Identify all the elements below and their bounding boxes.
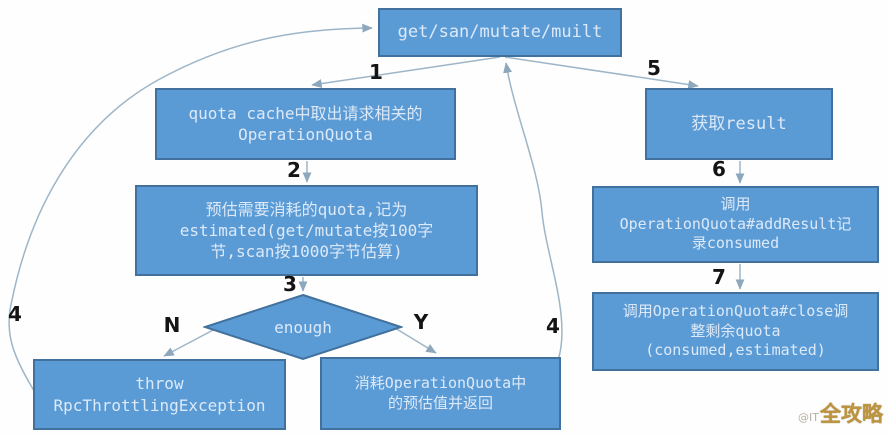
- node-get-result: 获取result: [645, 88, 833, 160]
- edge-label-no: N: [163, 313, 181, 337]
- edge-label-6: 6: [712, 157, 726, 181]
- edge-label-4-left: 4: [8, 302, 22, 326]
- node-close-quota: 调用OperationQuota#close调 整剩余quota (consum…: [592, 292, 879, 371]
- node-decision: enough: [203, 293, 403, 361]
- edge-label-7: 7: [712, 265, 726, 289]
- node-estimate: 预估需要消耗的quota,记为 estimated(get/mutate按100…: [135, 185, 478, 276]
- edge-label-4-right: 4: [546, 314, 560, 338]
- node-start: get/san/mutate/muilt: [378, 8, 622, 57]
- node-throw-exception: throw RpcThrottlingException: [33, 359, 286, 430]
- node-consume-quota: 消耗OperationQuota中 的预估值并返回: [320, 357, 561, 430]
- edge-label-1: 1: [369, 60, 383, 84]
- edge-label-5: 5: [647, 56, 661, 80]
- watermark-text: 全攻略: [820, 402, 883, 426]
- decision-label: enough: [274, 317, 332, 337]
- edge-label-yes: Y: [413, 310, 429, 334]
- node-quota-cache: quota cache中取出请求相关的 OperationQuota: [155, 88, 456, 160]
- edge-label-2: 2: [287, 158, 301, 182]
- edge-label-3: 3: [283, 272, 297, 296]
- edge-start-to-result: [504, 56, 699, 90]
- watermark: @IT 全攻略: [798, 398, 883, 428]
- watermark-prefix: @IT: [798, 411, 819, 424]
- node-add-result: 调用 OperationQuota#addResult记 录consumed: [592, 186, 879, 263]
- decision-diamond-shape: [203, 293, 403, 361]
- edge-start-to-quota: [311, 56, 501, 89]
